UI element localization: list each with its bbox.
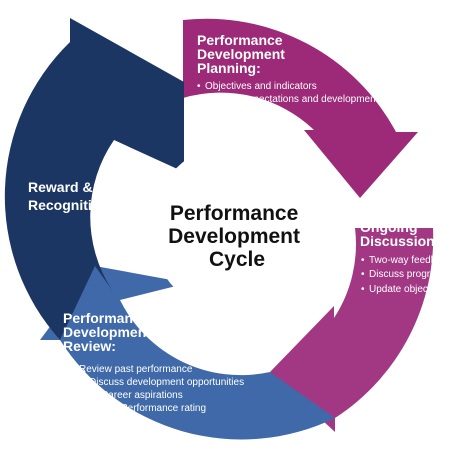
- planning-bullet-glyph: •: [197, 94, 201, 105]
- review-title-line-3: Review:: [63, 338, 116, 354]
- review-title-line-2: Development: [63, 324, 151, 340]
- review-bullet-list: • Review past performance • Discuss deve…: [71, 364, 247, 414]
- planning-title-line-1: Performance: [197, 32, 283, 48]
- segment-ongoing: [270, 228, 434, 432]
- planning-bullet-1: Objectives and indicators: [205, 81, 317, 92]
- planning-title-line-2: Development: [197, 46, 285, 62]
- segment-review: [40, 266, 335, 440]
- ongoing-bullet-2: Discuss progress: [369, 269, 446, 280]
- ongoing-bullet-1: Two-way feedback: [369, 255, 453, 266]
- ongoing-title: Ongoing Discussion:: [360, 219, 439, 249]
- ongoing-bullet-glyph: •: [361, 255, 365, 266]
- reward-title-line-2: Recognition: [28, 197, 109, 213]
- reward-title: Reward & Recognition: [28, 179, 109, 213]
- planning-title: Performance Development Planning:: [197, 32, 289, 76]
- review-title-line-1: Performance: [63, 310, 149, 326]
- center-title-line-1: Performance: [170, 202, 298, 225]
- center-title-line-2: Development: [168, 225, 300, 248]
- review-bullet-3: Career aspirations: [101, 390, 183, 401]
- review-bullet-glyph: •: [81, 377, 85, 388]
- review-bullet-2: Discuss development opportunities: [89, 377, 244, 388]
- review-bullet-4: Performance rating: [121, 403, 206, 414]
- segment-reward: [4, 18, 184, 340]
- center-title-line-3: Cycle: [209, 248, 265, 271]
- ongoing-title-line-1: Ongoing: [360, 219, 418, 235]
- planning-title-line-3: Planning:: [197, 60, 261, 76]
- ongoing-bullet-3: Update objectives: [369, 284, 449, 295]
- center-disc: [151, 143, 323, 315]
- review-bullet-1: Review past performance: [79, 364, 193, 375]
- review-bullet-glyph: •: [113, 403, 117, 414]
- segment-planning: [183, 18, 418, 198]
- ongoing-bullet-list: • Two-way feedback • Discuss progress • …: [361, 255, 455, 295]
- ongoing-bullet-glyph: •: [361, 269, 365, 280]
- planning-bullet-glyph: •: [197, 81, 201, 92]
- ongoing-title-line-2: Discussion:: [360, 233, 439, 249]
- review-bullet-glyph: •: [71, 364, 75, 375]
- review-bullet-glyph: •: [93, 390, 97, 401]
- reward-title-line-1: Reward &: [28, 179, 93, 195]
- planning-bullet-list: • Objectives and indicators • Discuss ex…: [197, 81, 408, 105]
- ongoing-bullet-glyph: •: [361, 284, 365, 295]
- planning-bullet-2: Discuss expectations and development nee…: [205, 94, 408, 105]
- center-title: Performance Development Cycle: [168, 202, 306, 271]
- review-title: Performance Development Review:: [63, 310, 155, 354]
